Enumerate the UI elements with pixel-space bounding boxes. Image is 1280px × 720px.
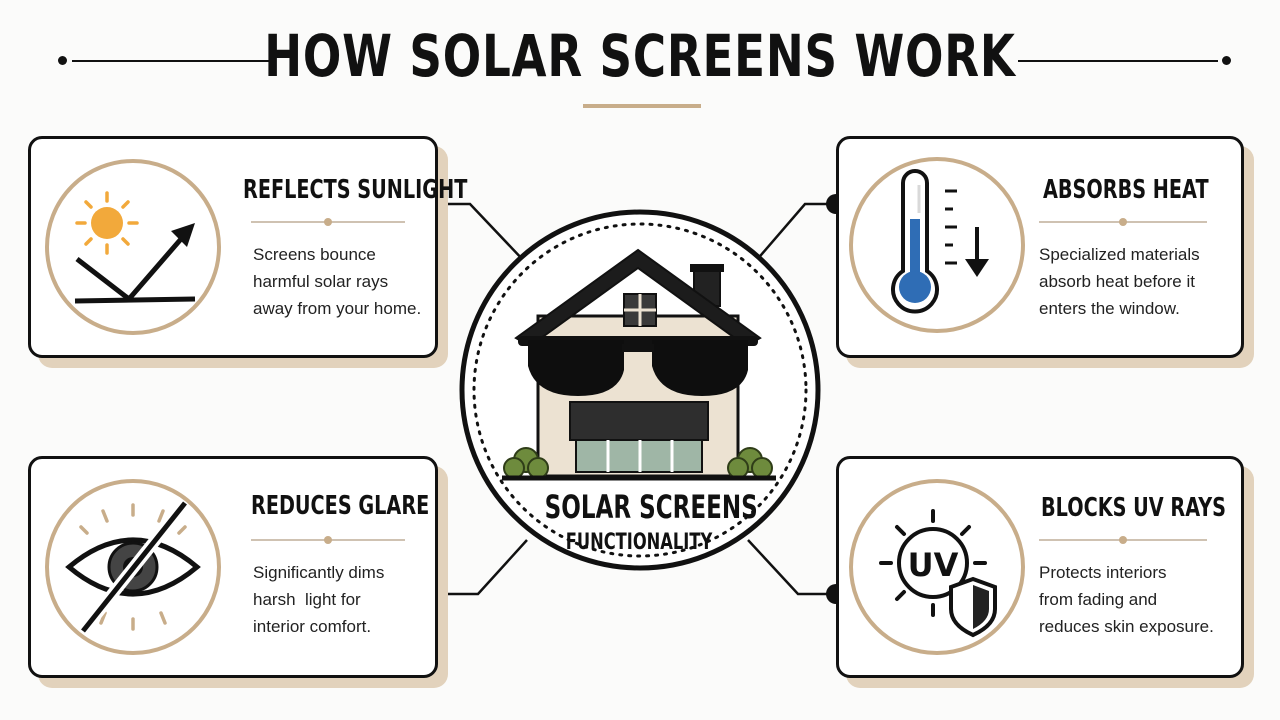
- card-reduces-glare: REDUCES GLARE Significantly dims harsh l…: [28, 456, 438, 678]
- icon-frame: UV: [849, 479, 1025, 655]
- center-sublabel: FUNCTIONALITY: [565, 530, 713, 555]
- card-text-line: Screens bounce: [253, 245, 376, 264]
- title-right-rule: [1018, 60, 1218, 62]
- card-title: REDUCES GLARE: [251, 491, 430, 521]
- icon-frame: [45, 479, 221, 655]
- sun-reflection-icon: [74, 191, 196, 304]
- card-text-line: interior comfort.: [253, 617, 372, 636]
- card-title: REFLECTS SUNLIGHT: [243, 175, 468, 205]
- title-left-rule: [72, 60, 272, 62]
- card-divider-dot: [324, 536, 332, 544]
- center-hub: [459, 209, 821, 571]
- card-reflects-sunlight: REFLECTS SUNLIGHT Screens bounce harmful…: [28, 136, 467, 358]
- card-divider-dot: [1119, 536, 1127, 544]
- card-text-line: Protects interiors: [1039, 563, 1167, 582]
- attic-window: [623, 293, 657, 327]
- front-window: [575, 439, 703, 473]
- card-description: Specialized materials absorb heat before…: [1039, 241, 1200, 322]
- uv-label: UV: [908, 546, 959, 584]
- card-text-line: harmful solar rays: [253, 272, 389, 291]
- uv-shield-icon: UV: [879, 509, 997, 638]
- title-right-dot: [1222, 56, 1231, 65]
- title-underline: [583, 104, 701, 108]
- card-title: ABSORBS HEAT: [1043, 175, 1209, 205]
- card-description: Screens bounce harmful solar rays away f…: [253, 241, 421, 322]
- card-text-line: harsh light for: [253, 590, 361, 609]
- house-illustration: [502, 248, 776, 481]
- card-divider-dot: [324, 218, 332, 226]
- card-text-line: absorb heat before it: [1039, 272, 1195, 291]
- card-absorbs-heat: ABSORBS HEAT Specialized materials absor…: [836, 136, 1244, 358]
- card-text-line: Significantly dims: [253, 563, 385, 582]
- sunglasses-icon: [518, 336, 758, 396]
- card-description: Protects interiors from fading and reduc…: [1039, 559, 1214, 640]
- card-text-line: enters the window.: [1039, 299, 1180, 318]
- card-blocks-uv-rays: UV BLOCKS UV RAYS Protects interiors fro…: [836, 456, 1244, 678]
- card-text-line: from fading and: [1039, 590, 1158, 609]
- eye-slash-icon: [65, 499, 201, 635]
- card-description: Significantly dims harsh light for inter…: [253, 559, 384, 640]
- card-divider-dot: [1119, 218, 1127, 226]
- icon-frame: [45, 159, 221, 335]
- title-left-dot: [58, 56, 67, 65]
- thermometer-icon: [891, 169, 989, 314]
- card-text-line: Specialized materials: [1039, 245, 1200, 264]
- shrub-icon: [503, 447, 773, 479]
- page-title: HOW SOLAR SCREENS WORK: [264, 22, 1016, 90]
- card-text-line: away from your home.: [253, 299, 422, 318]
- card-title: BLOCKS UV RAYS: [1041, 493, 1227, 523]
- icon-frame: [849, 157, 1025, 333]
- card-text-line: reduces skin exposure.: [1039, 617, 1214, 636]
- center-label: SOLAR SCREENS: [544, 488, 758, 526]
